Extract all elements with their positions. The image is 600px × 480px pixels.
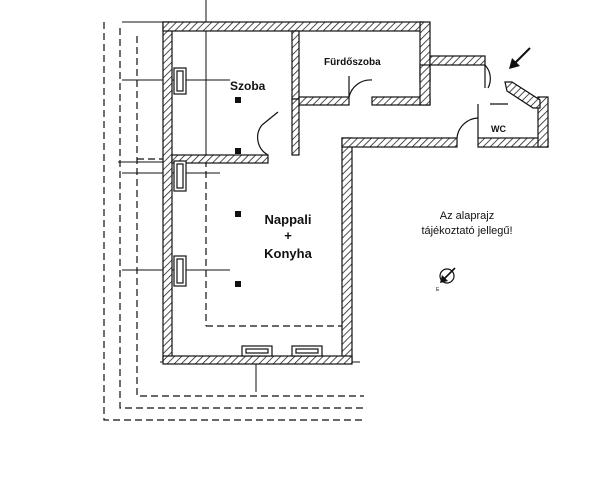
outlet-markers <box>235 97 241 287</box>
entrance-arrow-icon <box>509 47 531 69</box>
door-swings <box>257 64 491 156</box>
south-windows <box>241 345 323 357</box>
walls <box>162 21 549 365</box>
west-windows <box>173 67 187 287</box>
dashed-outline <box>103 22 364 421</box>
note-line-2: tájékoztató jellegű! <box>421 225 512 237</box>
room-label-nappali: Nappali <box>265 212 312 227</box>
note-line-1: Az alaprajz <box>440 210 494 222</box>
room-label-szoba: Szoba <box>230 79 266 93</box>
compass-icon: E <box>436 267 456 293</box>
room-label-furdoszoba: Fürdőszoba <box>324 57 381 68</box>
wc-corner-wall <box>504 81 541 109</box>
room-label-plus: + <box>284 228 292 243</box>
room-label-wc: WC <box>491 124 506 134</box>
room-label-konyha: Konyha <box>264 246 312 261</box>
svg-text:E: E <box>436 287 440 293</box>
